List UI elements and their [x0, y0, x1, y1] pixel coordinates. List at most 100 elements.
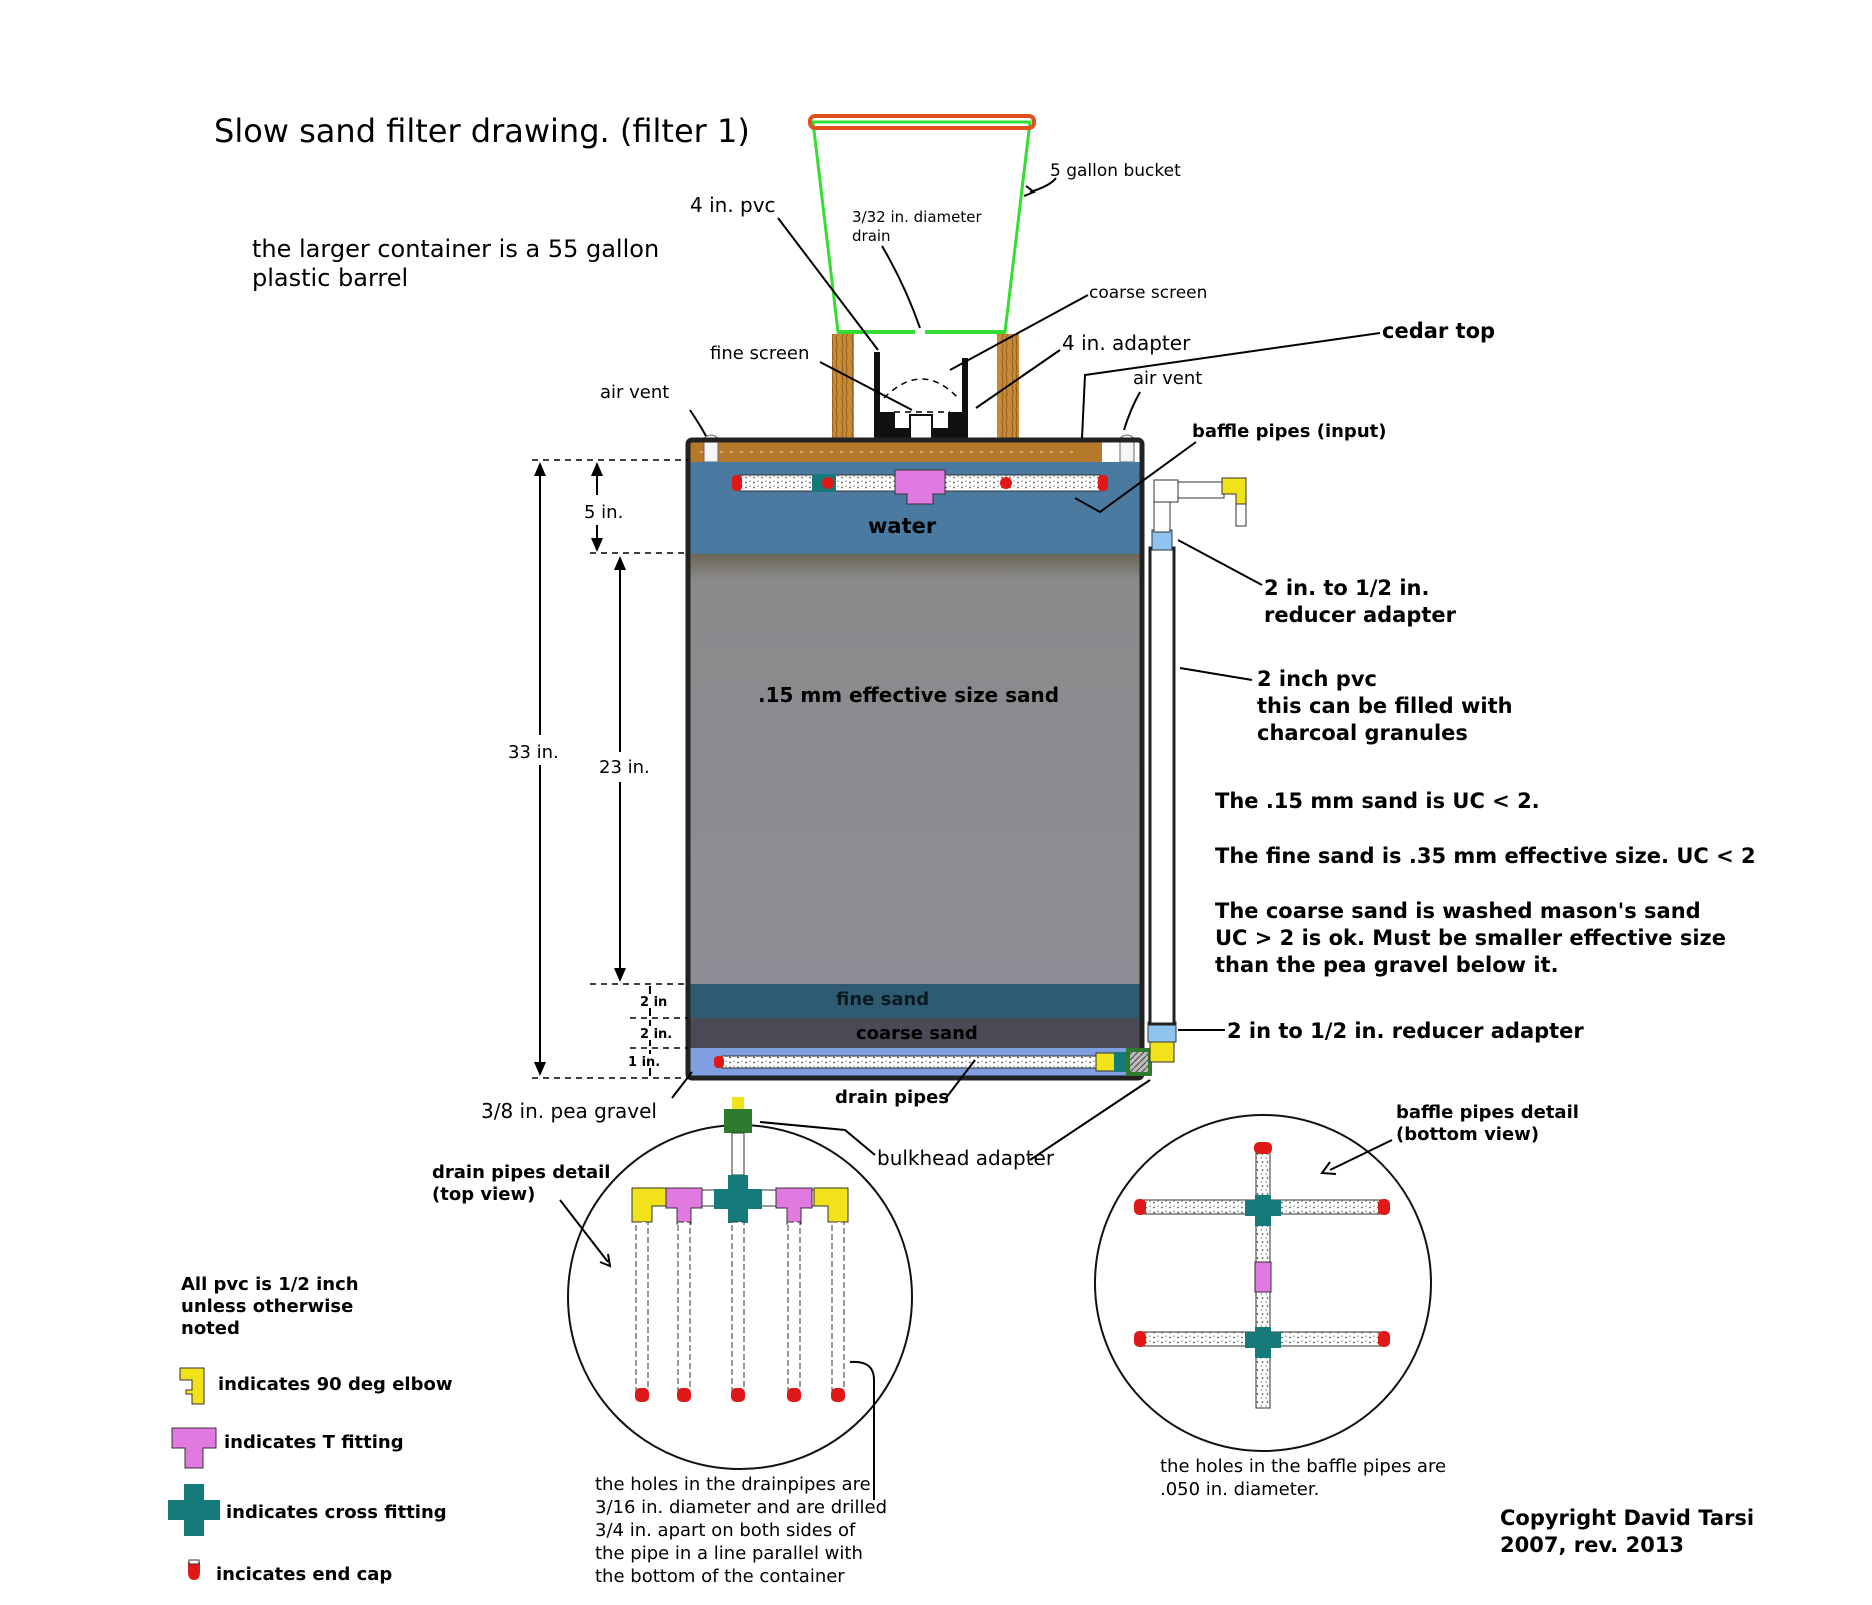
- bulkhead-fitting: [1126, 1048, 1152, 1076]
- baffle-note-line2: .050 in. diameter.: [1160, 1479, 1319, 1500]
- dim-33-label: 33 in.: [508, 742, 559, 763]
- legend-cap-pipe: [188, 1559, 200, 1565]
- legend-cap-icon: [188, 1562, 200, 1580]
- baffle-plug-right: [1000, 477, 1012, 489]
- fine-screen-leader: [819, 361, 913, 411]
- bulkhead-leader-left: [759, 1121, 876, 1156]
- baffle-input-label: baffle pipes (input): [1192, 421, 1386, 442]
- drain-label-line2: drain: [852, 227, 891, 245]
- drain-detail-caps: [635, 1388, 845, 1402]
- legend-tee-icon: [171, 1427, 217, 1469]
- bucket-leader-arrow: [1023, 185, 1037, 197]
- diagram-title: Slow sand filter drawing. (filter 1): [214, 112, 750, 150]
- container-note-line1: the larger container is a 55 gallon: [252, 235, 659, 263]
- pvc2-label-line2: this can be filled with: [1257, 694, 1513, 718]
- legend-elbow-label: indicates 90 deg elbow: [218, 1374, 452, 1395]
- cedar-top-label: cedar top: [1382, 319, 1495, 343]
- coarse-sand-label: coarse sand: [856, 1023, 978, 1044]
- legend-tee-label: indicates T fitting: [224, 1432, 404, 1453]
- container-note-line2: plastic barrel: [252, 264, 408, 292]
- pvc2-leader: [1179, 667, 1253, 681]
- baffle-detail-caps: [1134, 1199, 1390, 1347]
- drain-cap: [714, 1056, 724, 1068]
- outlet-elbow-left: [1153, 479, 1179, 503]
- drain-detail-bulkhead: [724, 1109, 752, 1133]
- air-vent-right-leader: [1123, 391, 1141, 431]
- pvc-adapter: [874, 352, 968, 442]
- outlet-horizontal: [1177, 481, 1225, 499]
- dim-5-label: 5 in.: [584, 502, 623, 523]
- drain-note-line4: the pipe in a line parallel with: [595, 1543, 863, 1564]
- baffle-detail-leader-arrow: [1320, 1161, 1337, 1175]
- reducer-bottom-label: 2 in to 1/2 in. reducer adapter: [1227, 1019, 1584, 1043]
- barrel-outline: [685, 437, 1145, 1081]
- baffle-detail-title-line2: (bottom view): [1396, 1124, 1539, 1145]
- bucket-drain-hole: [915, 326, 925, 334]
- pvc4-leader: [777, 217, 879, 351]
- air-vent-left: [703, 439, 719, 463]
- outlet-elbow-bottom: [1149, 1041, 1175, 1063]
- water-label: water: [868, 514, 937, 538]
- drain-elbow: [1095, 1052, 1117, 1072]
- baffle-plug-left: [822, 477, 834, 489]
- drain-note-line5: the bottom of the container: [595, 1566, 845, 1587]
- dim-23-label: 23 in.: [599, 757, 650, 778]
- cedar-top-leader: [1081, 332, 1381, 439]
- pvc2-label-line1: 2 inch pvc: [1257, 667, 1377, 691]
- baffle-detail-title-line1: baffle pipes detail: [1396, 1102, 1579, 1123]
- fine-screen-label: fine screen: [710, 343, 809, 364]
- air-vent-right: [1119, 439, 1135, 463]
- baffle-detail-circle: [1094, 1114, 1432, 1452]
- cedar-top-board: [690, 440, 1102, 462]
- drain-pipes-leader: [945, 1059, 976, 1099]
- drain-detail-tee-right: [775, 1187, 813, 1225]
- legend-cap-label: incicates end cap: [216, 1564, 392, 1585]
- air-vent-left-leader: [689, 409, 707, 437]
- outlet-spout: [1235, 503, 1247, 527]
- fine-sand-label: fine sand: [836, 989, 929, 1010]
- coarse-screen-label: coarse screen: [1089, 283, 1207, 303]
- drain-leader: [881, 245, 921, 329]
- bulkhead-label: bulkhead adapter: [877, 1146, 1055, 1170]
- drain-detail-pipes: [635, 1221, 845, 1391]
- reducer-top: [1151, 529, 1173, 551]
- uc-note-2: The fine sand is .35 mm effective size. …: [1215, 844, 1756, 868]
- baffle-input-leader: [1074, 441, 1197, 514]
- uc-note-3-line1: The coarse sand is washed mason's sand: [1215, 899, 1701, 923]
- pea-gravel-leader: [671, 1071, 693, 1099]
- legend-intro-line2: unless otherwise: [181, 1296, 353, 1317]
- coarse-screen-leader: [949, 294, 1089, 371]
- coarse-screen-line: [883, 378, 959, 399]
- drain-detail-title-line2: (top view): [432, 1184, 535, 1205]
- drain-detail-title-line1: drain pipes detail: [432, 1162, 610, 1183]
- legend-cross-icon: [168, 1484, 220, 1536]
- air-vent-right-label: air vent: [1133, 368, 1202, 389]
- legend-elbow-icon: [179, 1367, 205, 1405]
- drain-detail-elbow-left: [631, 1187, 667, 1223]
- drain-detail-cross: [714, 1175, 762, 1223]
- drain-detail-leader: [559, 1199, 609, 1263]
- layer-sand: [690, 554, 1140, 984]
- uc-note-3-line3: than the pea gravel below it.: [1215, 953, 1559, 977]
- air-vent-left-label: air vent: [600, 382, 669, 403]
- drain-note-line3: 3/4 in. apart on both sides of: [595, 1520, 856, 1541]
- adapter4-leader: [975, 349, 1061, 409]
- drain-detail-elbow-right: [813, 1187, 849, 1223]
- copyright-line1: Copyright David Tarsi: [1500, 1506, 1754, 1530]
- layer-coarse-sand: [690, 1018, 1140, 1048]
- drain-pipes-label: drain pipes: [835, 1087, 949, 1108]
- drain-note-line2: 3/16 in. diameter and are drilled: [595, 1497, 887, 1518]
- dim-2b-label: 2 in.: [640, 1027, 672, 1042]
- drain-note-leader: [849, 1360, 875, 1500]
- pea-gravel-label: 3/8 in. pea gravel: [481, 1099, 657, 1123]
- baffle-detail-cross-top: [1245, 1195, 1281, 1226]
- outlet-elbow-top: [1221, 477, 1247, 507]
- baffle-detail-cross-bottom: [1245, 1327, 1281, 1358]
- pvc-2inch-column: [1148, 546, 1176, 1026]
- baffle-detail-tee: [1254, 1261, 1272, 1293]
- baffle-cap-left: [732, 475, 742, 491]
- pvc4-label: 4 in. pvc: [690, 193, 776, 217]
- baffle-note-line1: the holes in the baffle pipes are: [1160, 1456, 1446, 1477]
